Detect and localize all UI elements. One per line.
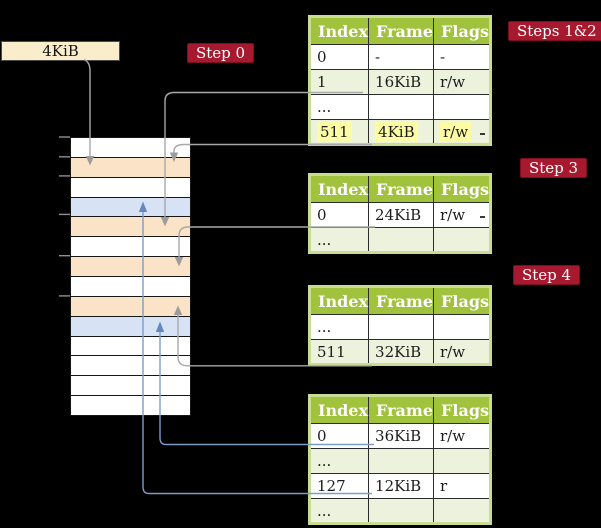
table-cell <box>368 314 435 340</box>
frame-size-box: 4KiB <box>1 41 120 61</box>
table-cell: 1 <box>308 69 370 95</box>
memory-frame-row-white <box>71 237 190 258</box>
table-cell <box>368 94 435 120</box>
table-cell <box>433 314 492 340</box>
table-cell: ... <box>308 227 370 253</box>
column-header-flags: Flags <box>433 286 492 315</box>
column-header-index: Index <box>308 286 370 315</box>
table-cell: - <box>433 44 492 70</box>
highlighted-value: 4KiB <box>375 121 418 142</box>
table-cell: ... <box>308 94 370 120</box>
table-row: ... <box>308 448 492 474</box>
steps12-label: Steps 1&2 <box>508 21 601 41</box>
column-header-frame: Frame <box>368 395 435 424</box>
column-header-flags: Flags <box>433 174 492 203</box>
table-cell: ... <box>308 448 370 474</box>
table-cell: 511 <box>308 339 370 365</box>
table-cell: 0 <box>308 423 370 449</box>
table-row: ... <box>308 498 492 524</box>
highlighted-value: r/w <box>440 121 472 142</box>
table-cell: r/w <box>433 202 492 228</box>
memory-frame-row-orange <box>71 296 190 317</box>
memory-frame-row-white <box>71 138 190 158</box>
step4-label: Step 4 <box>513 265 581 285</box>
memory-frame-row-white <box>71 356 190 377</box>
memory-frame-row-blue <box>71 197 190 218</box>
memory-frame-row-orange <box>71 257 190 278</box>
memory-frame-row-white <box>71 277 190 297</box>
table-cell <box>433 94 492 120</box>
step0-label: Step 0 <box>187 43 255 63</box>
table-cell <box>433 448 492 474</box>
table-cell: 32KiB <box>368 339 435 365</box>
highlighted-value: 511 <box>317 121 352 142</box>
table-cell: r/w <box>433 119 492 145</box>
table-cell: r/w <box>433 423 492 449</box>
memory-frame-row-orange <box>71 217 190 238</box>
table-cell: 0 <box>308 202 370 228</box>
table-cell <box>368 448 435 474</box>
memory-frame-row-white <box>71 177 190 198</box>
memory-frame-row-blue <box>71 316 190 337</box>
table-row: 0-- <box>308 44 492 70</box>
table-cell: ... <box>308 498 370 524</box>
column-header-index: Index <box>308 16 370 45</box>
table-cell <box>433 498 492 524</box>
table-cell: 127 <box>308 473 370 499</box>
column-header-frame: Frame <box>368 174 435 203</box>
table-cell <box>433 227 492 253</box>
table-cell: 36KiB <box>368 423 435 449</box>
table-cell: r <box>433 473 492 499</box>
column-header-index: Index <box>308 174 370 203</box>
table-cell <box>368 498 435 524</box>
step3-label: Step 3 <box>520 158 588 178</box>
column-header-frame: Frame <box>368 16 435 45</box>
table-cell: 0 <box>308 44 370 70</box>
column-header-frame: Frame <box>368 286 435 315</box>
table-cell: r/w <box>433 69 492 95</box>
physical-memory-column <box>70 137 191 416</box>
table-cell: 12KiB <box>368 473 435 499</box>
memory-frame-row-white <box>71 376 190 397</box>
column-header-flags: Flags <box>433 16 492 45</box>
table-row: ... <box>308 314 492 340</box>
table-cell: ... <box>308 314 370 340</box>
memory-frame-row-white <box>71 336 190 357</box>
table-cell: 4KiB <box>368 119 435 145</box>
column-header-flags: Flags <box>433 395 492 424</box>
table-row: ... <box>308 227 492 253</box>
table-cell: r/w <box>433 339 492 365</box>
table-cell: 511 <box>308 119 370 145</box>
table-cell: 24KiB <box>368 202 435 228</box>
column-header-index: Index <box>308 395 370 424</box>
table-cell <box>368 227 435 253</box>
table-cell: - <box>368 44 435 70</box>
table-row: 511 4KiB r/w <box>308 119 492 145</box>
memory-frame-row-orange <box>71 157 190 178</box>
table-cell: 16KiB <box>368 69 435 95</box>
memory-frame-row-white <box>71 396 190 416</box>
table-row: ... <box>308 94 492 120</box>
memory-tick-marks <box>59 136 70 297</box>
